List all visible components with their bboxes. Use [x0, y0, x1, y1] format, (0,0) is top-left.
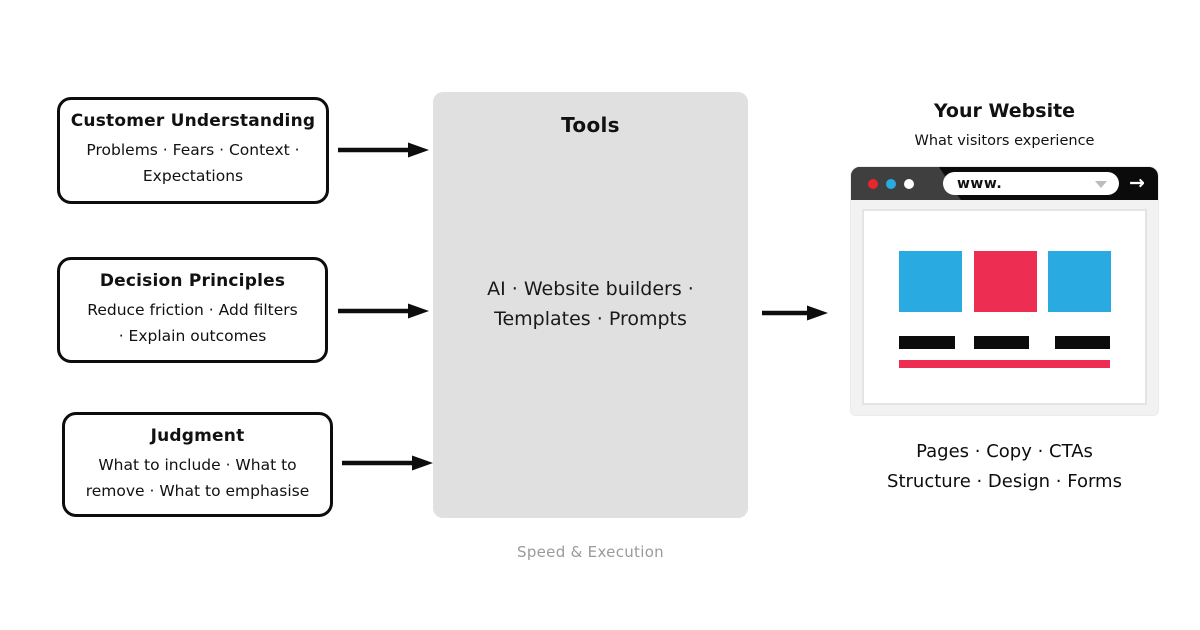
browser-window-dots — [868, 178, 914, 189]
input-box-decision-principles: Decision Principles Reduce friction · Ad… — [57, 257, 328, 363]
text-bar-black — [974, 336, 1029, 349]
outputs-line: Structure · Design · Forms — [887, 471, 1122, 492]
box-body-line: What to include · What to — [98, 456, 297, 474]
box-title: Judgment — [150, 426, 245, 446]
outputs-line: Pages · Copy · CTAs — [916, 441, 1093, 462]
dropdown-caret-icon — [1095, 181, 1107, 188]
box-body: What to include · What to remove · What … — [65, 452, 330, 504]
box-body-line: Reduce friction · Add filters — [87, 301, 298, 319]
box-body-line: Expectations — [142, 167, 244, 185]
content-block-red — [974, 251, 1037, 312]
window-dot-red-icon — [868, 178, 878, 189]
arrow-right-icon — [762, 305, 828, 321]
webpage-mockup — [862, 209, 1147, 405]
arrow-right-icon — [338, 303, 429, 319]
window-dot-blue-icon — [886, 178, 896, 189]
box-title: Decision Principles — [99, 271, 286, 291]
arrow-right-icon — [338, 142, 429, 158]
arrow-right-icon — [342, 455, 433, 471]
url-text: www. — [957, 175, 1003, 192]
tools-items: AI · Website builders · Templates · Prom… — [443, 274, 738, 334]
box-title: Customer Understanding — [70, 111, 316, 131]
text-bar-black — [1055, 336, 1110, 349]
box-body: Problems · Fears · Context · Expectation… — [60, 137, 326, 189]
tools-items-line: AI · Website builders · — [487, 278, 694, 300]
website-subtitle: What visitors experience — [914, 133, 1095, 149]
tools-title: Tools — [561, 113, 620, 137]
box-body-line: · Explain outcomes — [118, 327, 267, 345]
text-bar-black — [899, 336, 955, 349]
website-outputs: Pages · Copy · CTAs Structure · Design ·… — [841, 437, 1168, 497]
website-title: Your Website — [933, 100, 1076, 122]
window-dot-white-icon — [904, 178, 914, 189]
browser-window: www. → — [851, 167, 1158, 415]
browser-top-bar: www. → — [851, 167, 1158, 200]
divider-bar-red — [899, 360, 1110, 368]
tools-panel: Tools AI · Website builders · Templates … — [433, 92, 748, 561]
content-block-blue — [899, 251, 962, 312]
box-body-line: Problems · Fears · Context · — [86, 141, 300, 159]
box-body: Reduce friction · Add filters · Explain … — [60, 297, 325, 349]
input-box-customer-understanding: Customer Understanding Problems · Fears … — [57, 97, 329, 204]
input-box-judgment: Judgment What to include · What to remov… — [62, 412, 333, 517]
content-block-blue — [1048, 251, 1111, 312]
url-bar: www. — [943, 172, 1119, 195]
tools-items-line: Templates · Prompts — [494, 308, 687, 330]
tools-footnote: Speed & Execution — [517, 543, 664, 561]
box-body-line: remove · What to emphasise — [85, 482, 310, 500]
go-arrow-icon: → — [1129, 172, 1145, 194]
